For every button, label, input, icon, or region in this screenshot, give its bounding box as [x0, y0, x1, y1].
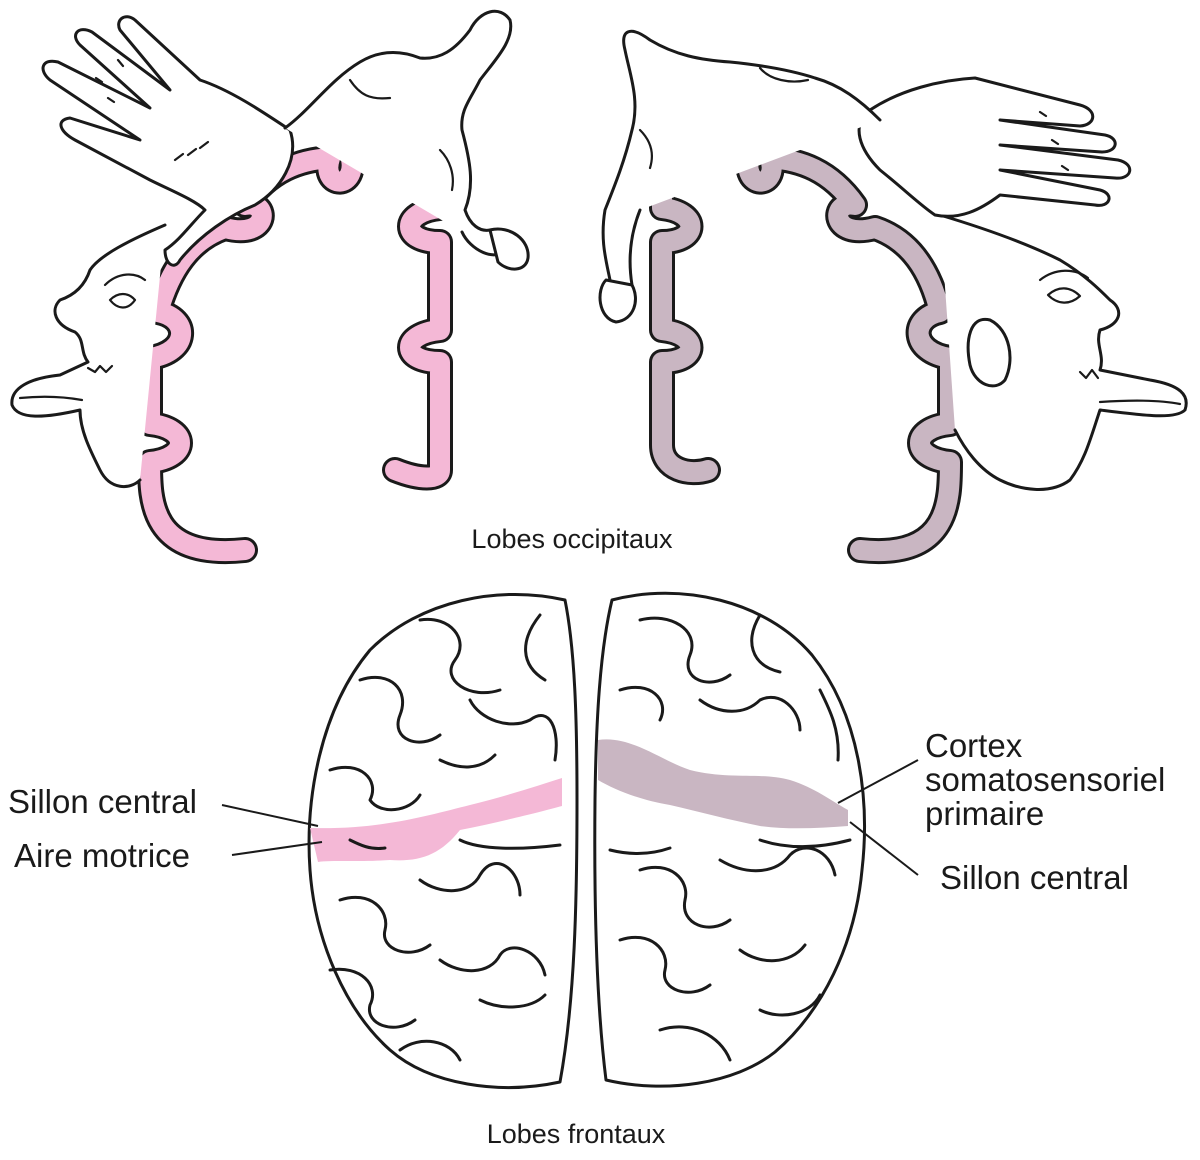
sensory-tongue [1098, 399, 1182, 406]
frontal-label: Lobes frontaux [487, 1119, 666, 1149]
motor-hand [41, 15, 295, 267]
sensory-face [938, 213, 1188, 491]
leader-left-motor [231, 841, 323, 856]
sensory-limb-lines [638, 66, 810, 170]
leader-right-cortex [837, 759, 919, 804]
sensory-ear [966, 317, 1012, 388]
sensory-cortex-band [598, 739, 848, 829]
motor-arm-torso [283, 9, 513, 257]
sensory-foot [598, 278, 637, 324]
motor-homunculus [10, 9, 530, 565]
motor-teeth [86, 364, 114, 374]
sensory-cortex-fill [652, 105, 960, 562]
right-cortex-label-line1: Cortex [925, 727, 1023, 764]
occipital-label: Lobes occipitaux [471, 524, 673, 554]
leader-right-sulcus [849, 821, 919, 876]
left-gyri [328, 613, 562, 1062]
right-cortex-label-line3: primaire [925, 795, 1044, 832]
motor-eye [108, 292, 137, 309]
motor-face [10, 223, 167, 489]
sensory-hand [857, 76, 1132, 218]
motor-brow [103, 273, 147, 287]
right-gyri [608, 613, 852, 1062]
motor-tongue [18, 395, 84, 402]
right-hemisphere [593, 591, 866, 1088]
left-sulcus-label: Sillon central [8, 783, 197, 820]
sensory-eye [1046, 287, 1082, 304]
left-motor-label: Aire motrice [14, 837, 190, 874]
right-sulcus-label: Sillon central [940, 859, 1129, 896]
motor-hand-creases [94, 58, 210, 162]
motor-knee-line [348, 78, 454, 192]
motor-foot [488, 227, 530, 271]
motor-area-band [310, 778, 562, 862]
sensory-hand-creases [1038, 110, 1070, 172]
sensory-brow [1038, 269, 1090, 282]
brain-top-view [307, 591, 866, 1089]
right-cortex-label-line2: somatosensoriel [925, 761, 1165, 798]
sensory-teeth [1078, 368, 1100, 380]
leader-left-sulcus [221, 804, 319, 827]
sensory-homunculus [598, 29, 1188, 565]
